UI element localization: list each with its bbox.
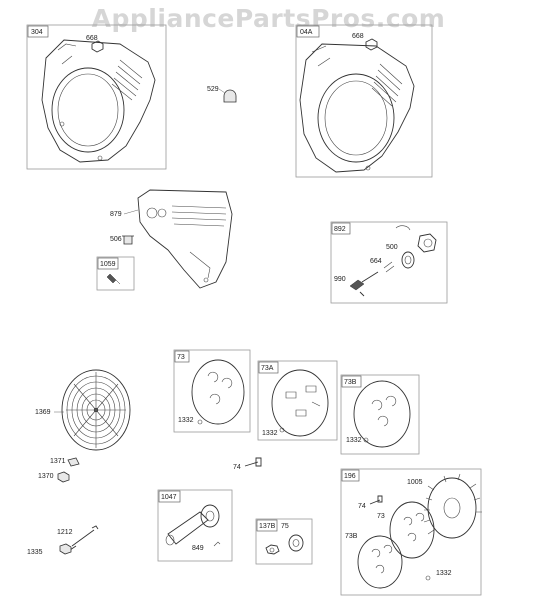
part-box-304 xyxy=(26,24,167,170)
part-group-892[interactable]: 892 500 664 990 xyxy=(330,221,448,304)
part-1335-drawing xyxy=(59,543,72,555)
part-tag-1059 xyxy=(97,257,119,270)
part-group-137b[interactable]: 137B 75 xyxy=(255,518,313,565)
part-group-73a[interactable]: 73A 1332 xyxy=(257,360,338,441)
part-number-1047: 1047 xyxy=(161,494,177,501)
part-1371-drawing xyxy=(67,457,80,467)
part-number-1059: 1059 xyxy=(100,261,116,268)
part-number-137b: 137B xyxy=(259,523,276,530)
shaft-drawing xyxy=(165,504,221,547)
part-group-529[interactable]: 529 xyxy=(207,86,237,103)
part-number-73b-b[interactable]: 73B xyxy=(345,533,358,540)
part-box-304a xyxy=(295,24,433,178)
part-number-1369[interactable]: 1369 xyxy=(35,409,51,416)
part-number-1005[interactable]: 1005 xyxy=(407,479,423,486)
part-number-1332-a[interactable]: 1332 xyxy=(178,417,194,424)
part-number-73: 73 xyxy=(177,354,185,361)
control-assembly-drawing xyxy=(349,225,437,297)
part-74-drawing xyxy=(244,457,262,467)
part-tag-1047 xyxy=(158,490,181,503)
part-number-664[interactable]: 664 xyxy=(370,258,382,265)
part-tag-892 xyxy=(331,222,351,235)
part-box-73a xyxy=(257,360,338,441)
part-group-74[interactable]: 74 xyxy=(233,457,262,471)
part-number-668-b[interactable]: 668 xyxy=(352,33,364,40)
part-1212-drawing xyxy=(69,525,99,551)
part-group-1369[interactable]: 1369 xyxy=(35,369,131,451)
nut-washer-drawing xyxy=(265,534,304,555)
part-number-668[interactable]: 668 xyxy=(86,35,98,42)
part-tag-73a xyxy=(258,361,279,374)
part-number-1332-d[interactable]: 1332 xyxy=(436,570,452,577)
part-number-73a: 73A xyxy=(261,365,274,372)
flywheel-drawing xyxy=(357,473,482,589)
air-guide-drawing xyxy=(137,189,233,289)
part-number-73b: 73B xyxy=(344,379,357,386)
part-number-73-b[interactable]: 73 xyxy=(377,513,385,520)
blower-housing-b-drawing xyxy=(299,38,415,173)
part-tag-304a xyxy=(296,25,320,38)
screen-73-drawing xyxy=(191,359,245,425)
blower-housing-drawing xyxy=(41,39,156,163)
fan-guard-drawing xyxy=(61,369,131,451)
part-tag-73b xyxy=(341,375,362,388)
part-tag-137b xyxy=(256,519,278,532)
part-number-506[interactable]: 506 xyxy=(110,236,122,243)
part-529-drawing xyxy=(223,89,237,103)
screen-73b-drawing xyxy=(353,380,411,448)
part-box-1047 xyxy=(157,489,233,562)
part-group-506[interactable]: 506 xyxy=(110,235,134,245)
part-1370-drawing xyxy=(57,471,70,483)
watermark-text: AppliancePartsPros.com xyxy=(91,4,446,33)
part-number-849[interactable]: 849 xyxy=(192,545,204,552)
part-box-73 xyxy=(173,349,251,433)
part-group-879[interactable]: 879 xyxy=(110,189,233,289)
part-506-drawing xyxy=(122,235,134,245)
part-number-1371[interactable]: 1371 xyxy=(50,458,66,465)
part-number-1332-b[interactable]: 1332 xyxy=(262,430,278,437)
part-group-1370[interactable]: 1370 xyxy=(38,471,70,483)
part-box-1059 xyxy=(96,256,135,291)
part-group-73b[interactable]: 73B 1332 xyxy=(340,374,420,455)
part-number-1212[interactable]: 1212 xyxy=(57,529,73,536)
part-group-1047[interactable]: 1047 849 xyxy=(157,489,233,562)
part-1059-screw-drawing xyxy=(106,273,121,285)
part-number-500[interactable]: 500 xyxy=(386,244,398,251)
part-group-1059[interactable]: 1059 xyxy=(96,256,135,291)
part-box-137b xyxy=(255,518,313,565)
part-tag-73 xyxy=(174,350,190,363)
part-group-304a[interactable]: 04A 668 xyxy=(295,24,433,178)
screen-73a-drawing xyxy=(271,369,329,437)
part-tag-196 xyxy=(341,469,360,482)
part-number-74[interactable]: 74 xyxy=(233,464,241,471)
part-tag-304 xyxy=(27,25,49,38)
part-group-73[interactable]: 73 1332 xyxy=(173,349,251,433)
part-group-196[interactable]: 196 1005 74 73 73B 1332 xyxy=(340,468,482,596)
part-box-196 xyxy=(340,468,482,596)
part-number-1370[interactable]: 1370 xyxy=(38,473,54,480)
part-group-1335[interactable]: 1335 xyxy=(27,543,72,556)
part-number-990[interactable]: 990 xyxy=(334,276,346,283)
part-number-1335[interactable]: 1335 xyxy=(27,549,43,556)
part-number-892: 892 xyxy=(334,226,346,233)
part-group-1371[interactable]: 1371 xyxy=(50,457,80,467)
part-number-529[interactable]: 529 xyxy=(207,86,219,93)
part-box-892 xyxy=(330,221,448,304)
part-number-196: 196 xyxy=(344,473,356,480)
part-box-73b xyxy=(340,374,420,455)
part-number-1332-c[interactable]: 1332 xyxy=(346,437,362,444)
part-number-75[interactable]: 75 xyxy=(281,523,289,530)
part-number-304: 304 xyxy=(31,29,43,36)
part-number-74-b[interactable]: 74 xyxy=(358,503,366,510)
part-number-879[interactable]: 879 xyxy=(110,211,122,218)
part-number-304a: 04A xyxy=(300,29,313,36)
part-group-304[interactable]: 304 668 xyxy=(26,24,167,170)
